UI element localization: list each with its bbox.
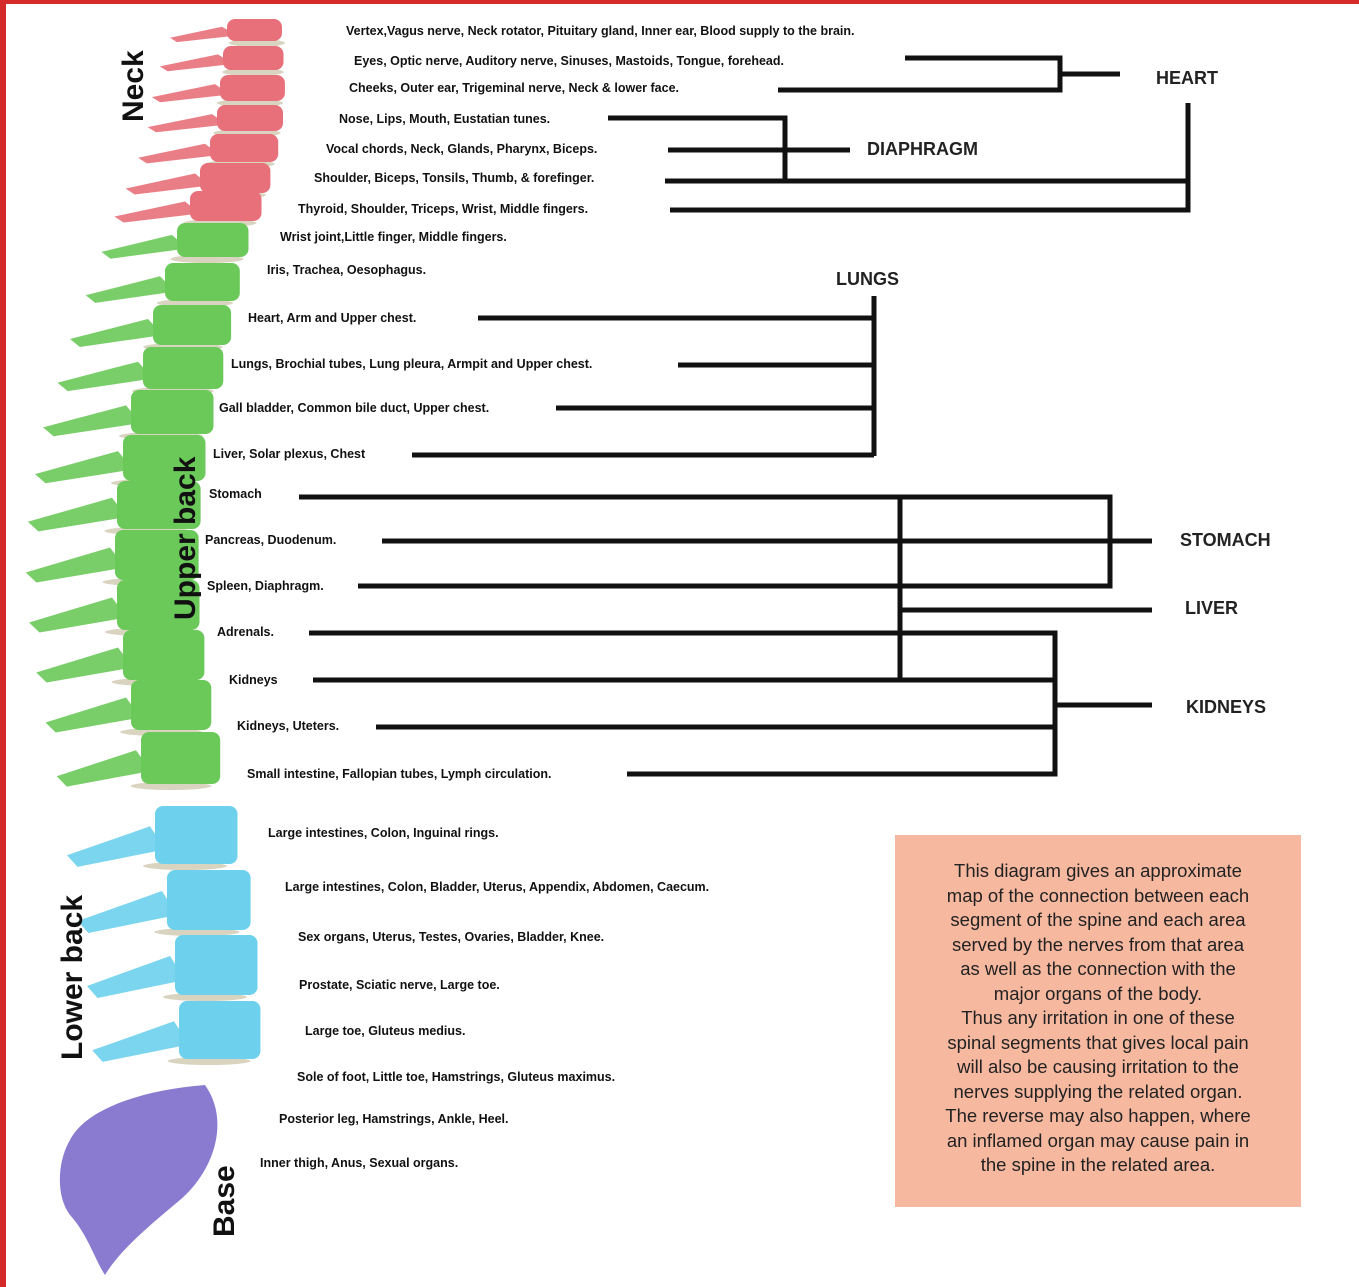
vertebra-process (170, 27, 237, 42)
vertebra-body (177, 223, 249, 257)
vertebra-body (179, 1001, 260, 1059)
connector-line (309, 633, 1055, 774)
note-line: map of the connection between each (913, 884, 1283, 909)
segment-label: Cheeks, Outer ear, Trigeminal nerve, Nec… (349, 81, 679, 95)
region-label-upper-back: Upper back (169, 456, 202, 620)
vertebra-body (175, 935, 258, 995)
vertebra-process (152, 84, 230, 102)
vertebra-body (220, 75, 285, 101)
vertebra-process (87, 956, 185, 998)
sacrum-coccyx (60, 1085, 218, 1275)
vertebra-body (131, 390, 214, 434)
organ-label-diaphragm: DIAPHRAGM (867, 139, 978, 159)
vertebra-process (86, 276, 175, 303)
segment-label: Pancreas, Duodenum. (205, 533, 336, 547)
vertebra-process (78, 891, 177, 933)
note-line: Thus any irritation in one of these (913, 1006, 1283, 1031)
segment-label: Sole of foot, Little toe, Hamstrings, Gl… (297, 1070, 615, 1084)
vertebra-body (165, 263, 240, 301)
segment-label: Lungs, Brochial tubes, Lung pleura, Armp… (231, 357, 592, 371)
segment-label: Posterior leg, Hamstrings, Ankle, Heel. (279, 1112, 508, 1126)
vertebra-process (67, 826, 165, 867)
note-line: segment of the spine and each area (913, 908, 1283, 933)
vertebra-process (138, 144, 220, 164)
segment-label: Adrenals. (217, 625, 274, 639)
vertebra-process (26, 548, 125, 583)
vertebra-process (57, 750, 151, 786)
region-label-base: Base (208, 1165, 241, 1237)
note-line: This diagram gives an approximate (913, 859, 1283, 884)
segment-label: Vertex,Vagus nerve, Neck rotator, Pituit… (346, 24, 854, 38)
explanation-note: This diagram gives an approximate map of… (895, 835, 1301, 1207)
region-label-neck: Neck (117, 50, 150, 122)
note-line: the spine in the related area. (913, 1153, 1283, 1178)
segment-label: Sex organs, Uterus, Testes, Ovaries, Bla… (298, 930, 604, 944)
segment-label: Inner thigh, Anus, Sexual organs. (260, 1156, 458, 1170)
segment-label: Iris, Trachea, Oesophagus. (267, 263, 426, 277)
vertebra-process (148, 114, 227, 132)
segment-label: Wrist joint,Little finger, Middle finger… (280, 230, 507, 244)
organ-label-stomach: STOMACH (1180, 530, 1271, 550)
vertebra-process (36, 648, 133, 683)
segment-label: Nose, Lips, Mouth, Eustatian tunes. (339, 112, 550, 126)
segment-label: Large intestines, Colon, Bladder, Uterus… (285, 880, 709, 894)
vertebra-body (155, 806, 238, 864)
segment-label: Thyroid, Shoulder, Triceps, Wrist, Middl… (298, 202, 588, 216)
vertebra-process (70, 319, 163, 347)
vertebra-body (123, 630, 204, 680)
segment-label: Stomach (209, 487, 262, 501)
note-line: served by the nerves from that area (913, 933, 1283, 958)
segment-label: Large intestines, Colon, Inguinal rings. (268, 826, 499, 840)
vertebra-body (143, 347, 223, 389)
connector-lines (299, 58, 1188, 774)
segment-label: Gall bladder, Common bile duct, Upper ch… (219, 401, 489, 415)
segment-label: Spleen, Diaphragm. (207, 579, 324, 593)
organ-label-heart: HEART (1156, 68, 1218, 88)
note-line: will also be causing irritation to the (913, 1055, 1283, 1080)
connector-line (778, 58, 1060, 90)
segment-label: Heart, Arm and Upper chest. (248, 311, 416, 325)
note-line: spinal segments that gives local pain (913, 1031, 1283, 1056)
vertebra-body (131, 680, 211, 730)
region-label-lower-back: Lower back (56, 895, 89, 1060)
segment-label: Large toe, Gluteus medius. (305, 1024, 465, 1038)
vertebra-process (28, 498, 127, 532)
vertebra-body (153, 305, 231, 345)
vertebra-process (114, 202, 200, 223)
note-line: as well as the connection with the (913, 957, 1283, 982)
vertebra-body (227, 19, 282, 41)
segment-label: Kidneys, Uteters. (237, 719, 339, 733)
segment-label: Small intestine, Fallopian tubes, Lymph … (247, 767, 551, 781)
vertebra-process (29, 598, 127, 633)
segment-label: Kidneys (229, 673, 278, 687)
vertebra-body (167, 870, 251, 930)
note-line: major organs of the body. (913, 982, 1283, 1007)
vertebra-process (92, 1021, 189, 1062)
vertebra-body (217, 105, 283, 131)
segment-label: Prostate, Sciatic nerve, Large toe. (299, 978, 500, 992)
vertebra-process (43, 405, 141, 436)
vertebra-body (223, 46, 284, 70)
spine-illustration (26, 19, 285, 1275)
vertebra-process (160, 54, 233, 71)
organ-label-kidneys: KIDNEYS (1186, 697, 1266, 717)
vertebra-process (57, 362, 153, 391)
vertebra-process (101, 235, 187, 259)
vertebra-process (35, 451, 133, 483)
note-line: an inflamed organ may cause pain in (913, 1129, 1283, 1154)
note-line: nerves supplying the related organ. (913, 1080, 1283, 1105)
vertebra-body (141, 732, 220, 784)
segment-label: Shoulder, Biceps, Tonsils, Thumb, & fore… (314, 171, 594, 185)
vertebra-body (200, 163, 270, 193)
segment-label: Eyes, Optic nerve, Auditory nerve, Sinus… (354, 54, 784, 68)
segment-label: Vocal chords, Neck, Glands, Pharynx, Bic… (326, 142, 597, 156)
vertebra-body (210, 134, 278, 162)
segment-label: Liver, Solar plexus, Chest (213, 447, 366, 461)
note-line: The reverse may also happen, where (913, 1104, 1283, 1129)
organ-label-liver: LIVER (1185, 598, 1238, 618)
vertebra-body (190, 191, 262, 221)
organ-label-lungs: LUNGS (836, 269, 899, 289)
vertebra-process (45, 698, 141, 733)
